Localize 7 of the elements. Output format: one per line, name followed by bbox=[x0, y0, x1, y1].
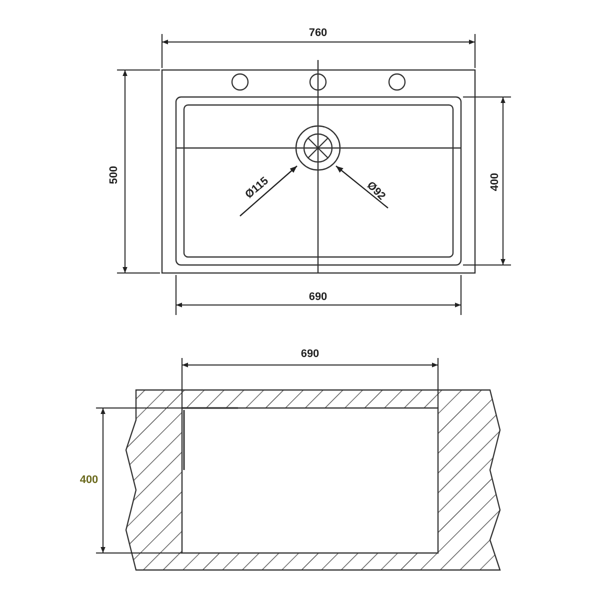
dimension-label: 690 bbox=[308, 291, 328, 303]
dimension-label: 400 bbox=[80, 474, 98, 486]
dimension-label: 690 bbox=[300, 348, 320, 360]
dimension-label: 760 bbox=[308, 27, 328, 39]
dimension-label: Ø92 bbox=[364, 179, 388, 203]
dimension-label: 500 bbox=[108, 166, 120, 184]
dimension-label: 400 bbox=[489, 172, 501, 192]
